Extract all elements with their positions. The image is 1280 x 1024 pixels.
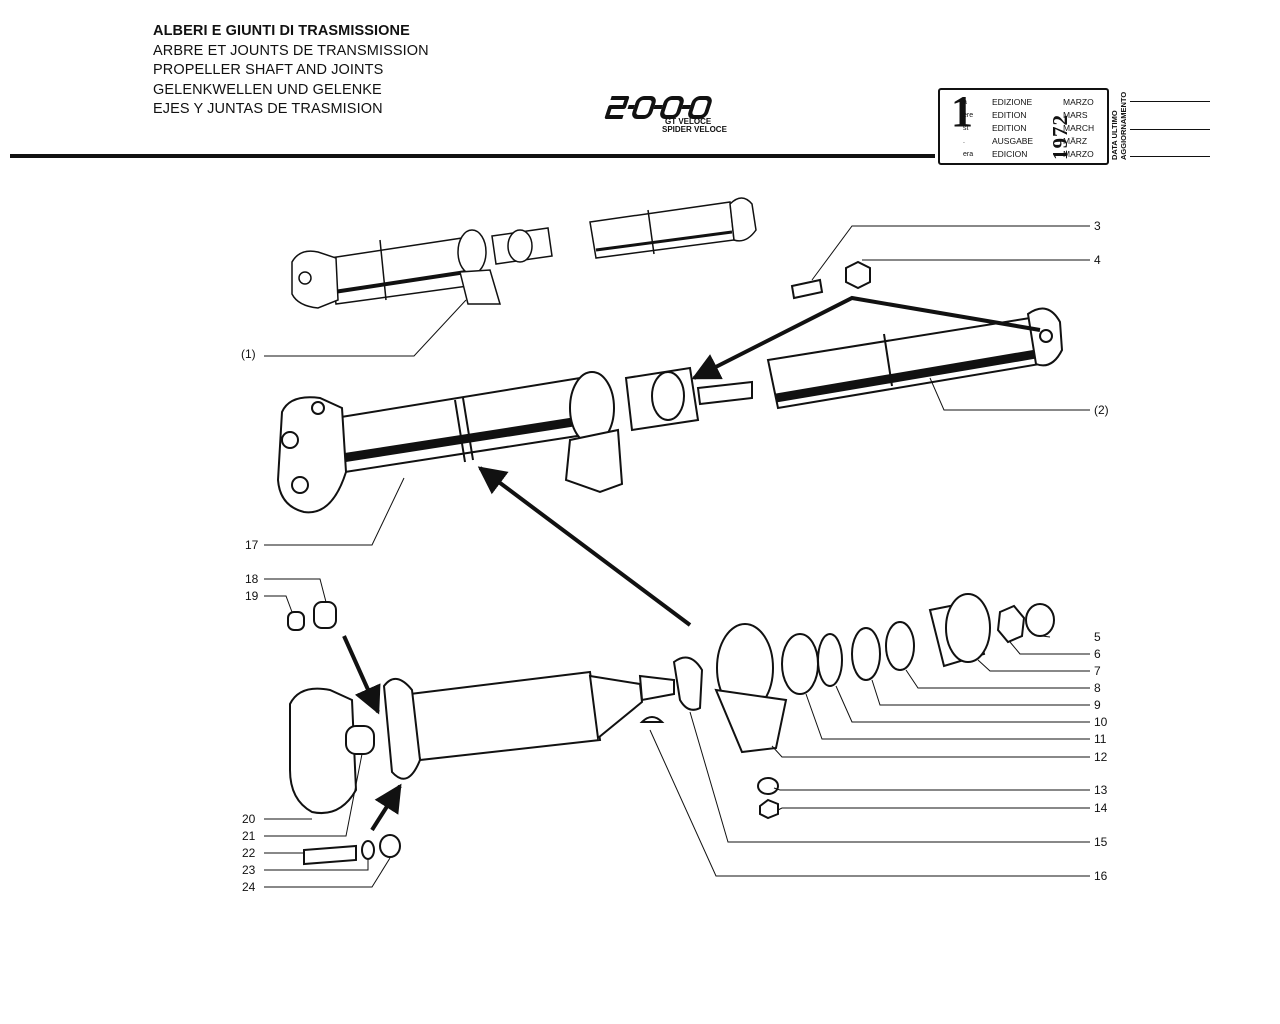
- ring-9: [851, 627, 881, 681]
- title-english: PROPELLER SHAFT AND JOINTS: [153, 62, 384, 78]
- model-logo: 2000: [604, 96, 712, 119]
- suffix-de: .: [963, 138, 965, 145]
- nut-6: [996, 604, 1026, 644]
- title-german: GELENKWELLEN UND GELENKE: [153, 81, 382, 98]
- suffix-es: era: [963, 151, 974, 158]
- bolt-22: [303, 844, 357, 866]
- nut-19: [287, 611, 305, 631]
- washer-13: [757, 777, 779, 795]
- callout-19: 19: [245, 589, 259, 603]
- bush-18: [313, 601, 337, 629]
- callout-labels: 3 4 (1) (2) 17 18 19 5 6 7 8 9 10 11 12 …: [241, 219, 1109, 894]
- bolt-part-3: [790, 278, 824, 300]
- callout-18: 18: [245, 572, 259, 586]
- callout-13: 13: [1094, 783, 1108, 797]
- seal-8: [885, 621, 915, 671]
- callout-23: 23: [242, 863, 256, 877]
- edition-number: 1: [951, 87, 973, 136]
- title-french: ARBRE ET JOUNTS DE TRANSMISSION: [153, 42, 429, 59]
- callout-9: 9: [1094, 698, 1101, 712]
- callout-1: (1): [241, 347, 256, 361]
- model-names: GT VELOCE SPIDER VELOCE: [662, 118, 727, 134]
- callout-5: 5: [1094, 630, 1101, 644]
- main-shaft-front: [276, 366, 753, 514]
- nut-part-4: [845, 260, 871, 290]
- main-shaft-rear: [766, 307, 1064, 410]
- callout-2: (2): [1094, 403, 1109, 417]
- edition-words: EDIZIONE EDITION EDITION AUSGABE EDICION: [992, 96, 1033, 161]
- month-de: MÄRZ: [1063, 136, 1088, 146]
- callout-6: 6: [1094, 647, 1101, 661]
- callout-14: 14: [1094, 801, 1108, 815]
- coupling-20: [289, 687, 358, 814]
- callout-11: 11: [1094, 732, 1107, 746]
- key-16: [639, 716, 665, 723]
- ring-10: [817, 633, 843, 687]
- bearing-11: [781, 633, 819, 695]
- month-it: MARZO: [1063, 97, 1094, 107]
- exploded-parts: [287, 260, 1055, 866]
- overview-shaft: [291, 197, 757, 309]
- update-line-1: [1130, 101, 1210, 102]
- nut-14: [759, 798, 779, 820]
- title-spanish: EJES Y JUNTAS DE TRASMISION: [153, 101, 383, 117]
- callout-4: 4: [1094, 253, 1101, 267]
- nut-5: [1025, 603, 1055, 637]
- washer-23: [361, 840, 375, 860]
- update-line-3: [1130, 156, 1210, 157]
- bush-21: [345, 725, 375, 755]
- suffix-en: st: [963, 125, 969, 132]
- callout-7: 7: [1094, 664, 1101, 678]
- callout-21: 21: [242, 829, 256, 843]
- direction-arrows: [342, 295, 1041, 832]
- suffix-fr: ère: [963, 112, 974, 119]
- edition-word-fr: EDITION: [992, 110, 1027, 120]
- flange-shaft: [408, 670, 602, 762]
- month-fr: MARS: [1063, 110, 1088, 120]
- callout-15: 15: [1094, 835, 1108, 849]
- month-en: MARCH: [1063, 123, 1095, 133]
- cap-15: [672, 656, 704, 711]
- callout-17: 17: [245, 538, 259, 552]
- callout-16: 16: [1094, 869, 1108, 883]
- model-gt-veloce: GT VELOCE: [665, 117, 712, 126]
- callout-10: 10: [1094, 715, 1108, 729]
- callout-24: 24: [242, 880, 256, 894]
- title-italian: ALBERI E GIUNTI DI TRASMISSIONE: [153, 23, 410, 39]
- title-block: ALBERI E GIUNTI DI TRASMISSIONE ARBRE ET…: [153, 22, 429, 120]
- callout-22: 22: [242, 846, 256, 860]
- model-spider-veloce: SPIDER VELOCE: [662, 125, 727, 134]
- update-line-2: [1130, 129, 1210, 130]
- suffix-it: a: [963, 99, 967, 106]
- callout-12: 12: [1094, 750, 1108, 764]
- nut-24: [379, 834, 401, 858]
- edition-word-it: EDIZIONE: [992, 97, 1033, 107]
- callout-3: 3: [1094, 219, 1101, 233]
- leader-lines: [264, 225, 1090, 888]
- header-rule: [10, 154, 935, 158]
- edition-ordinal-suffixes: a ère st . era: [963, 96, 973, 161]
- callout-8: 8: [1094, 681, 1101, 695]
- month-es: MARZO: [1063, 149, 1094, 159]
- edition-word-en: EDITION: [992, 123, 1027, 133]
- edition-box: [938, 88, 1109, 165]
- edition-word-de: AUSGABE: [992, 136, 1034, 146]
- edition-word-es: EDICION: [992, 149, 1028, 159]
- edition-months: MARZO MARS MARCH MÄRZ MARZO: [1063, 96, 1094, 161]
- callout-20: 20: [242, 812, 256, 826]
